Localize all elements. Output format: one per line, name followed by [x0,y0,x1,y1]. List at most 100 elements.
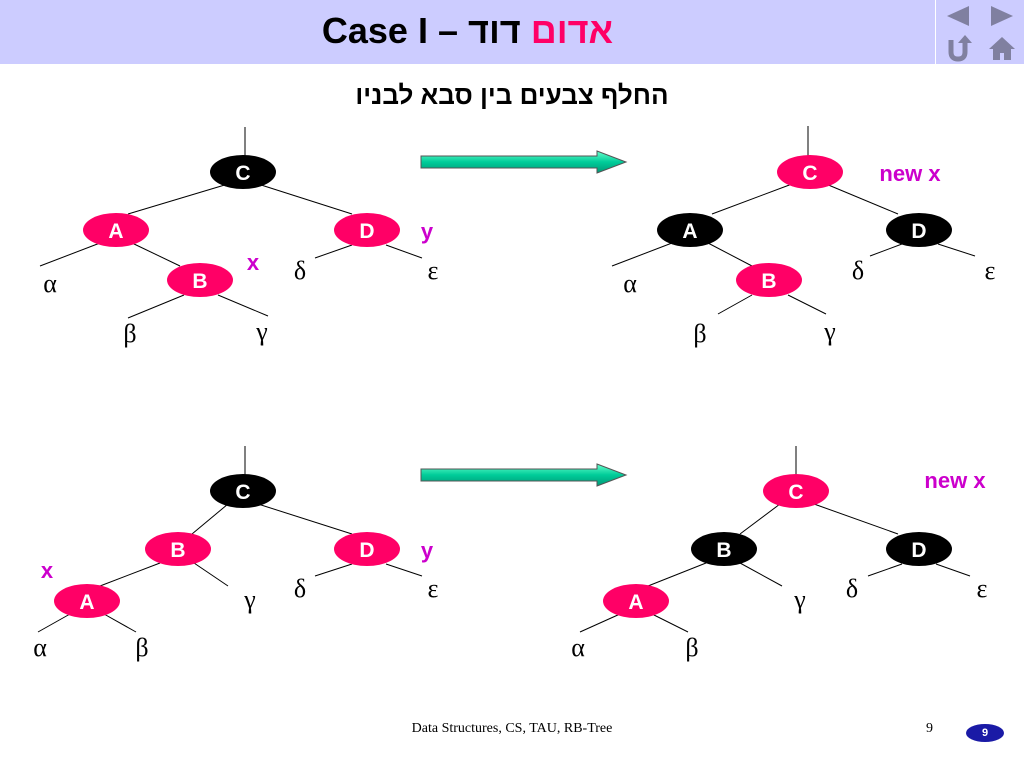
node-label: B [192,270,207,293]
title-prefix: Case I – [321,10,468,51]
tree-node: A [83,213,149,247]
tree-node: B [145,532,211,566]
node-circle [763,474,829,508]
leaf-label: γ [255,317,268,346]
node-label: A [108,220,123,243]
node-circle [334,213,400,247]
node-label: A [628,591,643,614]
slide-header: Case I – אדום דוד [0,0,1024,64]
leaf-label: δ [852,256,864,285]
tree-node: C [210,474,276,508]
tree-node: B [736,263,802,297]
node-label: B [716,539,731,562]
marker-label: new x [924,468,986,493]
leaf-label: β [135,633,148,662]
node-label: B [170,539,185,562]
diagram-3 [37,446,423,633]
node-circle [886,213,952,247]
node-circle [210,155,276,189]
leaf-label: α [33,633,47,662]
next-slide-button[interactable] [980,0,1024,31]
node-label: C [802,162,817,185]
footer-text: Data Structures, CS, TAU, RB-Tree [411,721,613,736]
diagram-4-nodes: C B D A α β γ δ ε new x [571,468,987,662]
leaf-label: ε [428,574,439,603]
node-circle [657,213,723,247]
marker-label: x [41,558,54,583]
node-label: D [911,220,926,243]
node-circle [603,584,669,618]
node-circle [736,263,802,297]
leaf-label: α [571,633,585,662]
node-label: C [235,162,250,185]
tree-node: C [210,155,276,189]
diagram-4 [579,446,971,633]
tree-node: D [334,213,400,247]
page-badge: 9 [966,724,1004,742]
marker-label: y [421,538,434,563]
node-label: A [682,220,697,243]
transform-arrow [420,463,628,487]
node-label: D [359,539,374,562]
leaf-label: β [693,319,706,348]
title-black-word: דוד [467,10,521,51]
leaf-label: α [623,269,637,298]
node-circle [167,263,233,297]
leaf-label: ε [977,574,988,603]
prev-slide-button[interactable] [936,0,980,31]
node-circle [691,532,757,566]
node-label: C [235,481,250,504]
node-label: D [911,539,926,562]
diagram-2 [611,126,976,315]
diagram-3-nodes: C B D A α β γ δ ε y x [33,474,439,662]
node-label: C [788,481,803,504]
return-button[interactable] [936,32,980,63]
home-button[interactable] [980,32,1024,63]
diagram-2-nodes: C A D B α β γ δ ε new x [623,155,996,348]
marker-label: y [421,219,434,244]
leaf-label: β [123,319,136,348]
marker-label: x [247,250,260,275]
tree-node: A [603,584,669,618]
leaf-label: δ [846,574,858,603]
leaf-label: γ [823,317,836,346]
node-circle [83,213,149,247]
navigation-panel [935,0,1024,64]
node-circle [54,584,120,618]
leaf-label: γ [793,585,806,614]
tree-node: A [54,584,120,618]
tree-node: D [886,213,952,247]
leaf-label: α [43,269,57,298]
leaf-label: δ [294,574,306,603]
slide-title: Case I – אדום דוד [0,10,935,52]
triangle-left-icon [947,5,969,26]
diagram-1 [39,127,423,319]
leaf-label: β [685,633,698,662]
node-circle [886,532,952,566]
marker-label: new x [879,161,941,186]
page-number: 9 [926,721,933,736]
tree-node: C [777,155,843,189]
node-circle [334,532,400,566]
home-icon [989,36,1015,60]
node-label: B [761,270,776,293]
leaf-label: ε [985,256,996,285]
tree-node: A [657,213,723,247]
return-arrow-icon [948,34,972,62]
leaf-label: ε [428,256,439,285]
leaf-label: δ [294,256,306,285]
node-circle [145,532,211,566]
node-circle [777,155,843,189]
node-label: A [79,591,94,614]
node-circle [210,474,276,508]
tree-node: B [691,532,757,566]
tree-node: D [886,532,952,566]
diagram-1-nodes: C A D B α β γ δ ε y x [43,155,439,348]
triangle-right-icon [991,5,1013,26]
slide-subtitle: החלף צבעים בין סבא לבניו [355,80,669,110]
tree-node: C [763,474,829,508]
transform-arrow [420,150,628,174]
tree-node: D [334,532,400,566]
title-red-word: אדום [530,10,614,51]
